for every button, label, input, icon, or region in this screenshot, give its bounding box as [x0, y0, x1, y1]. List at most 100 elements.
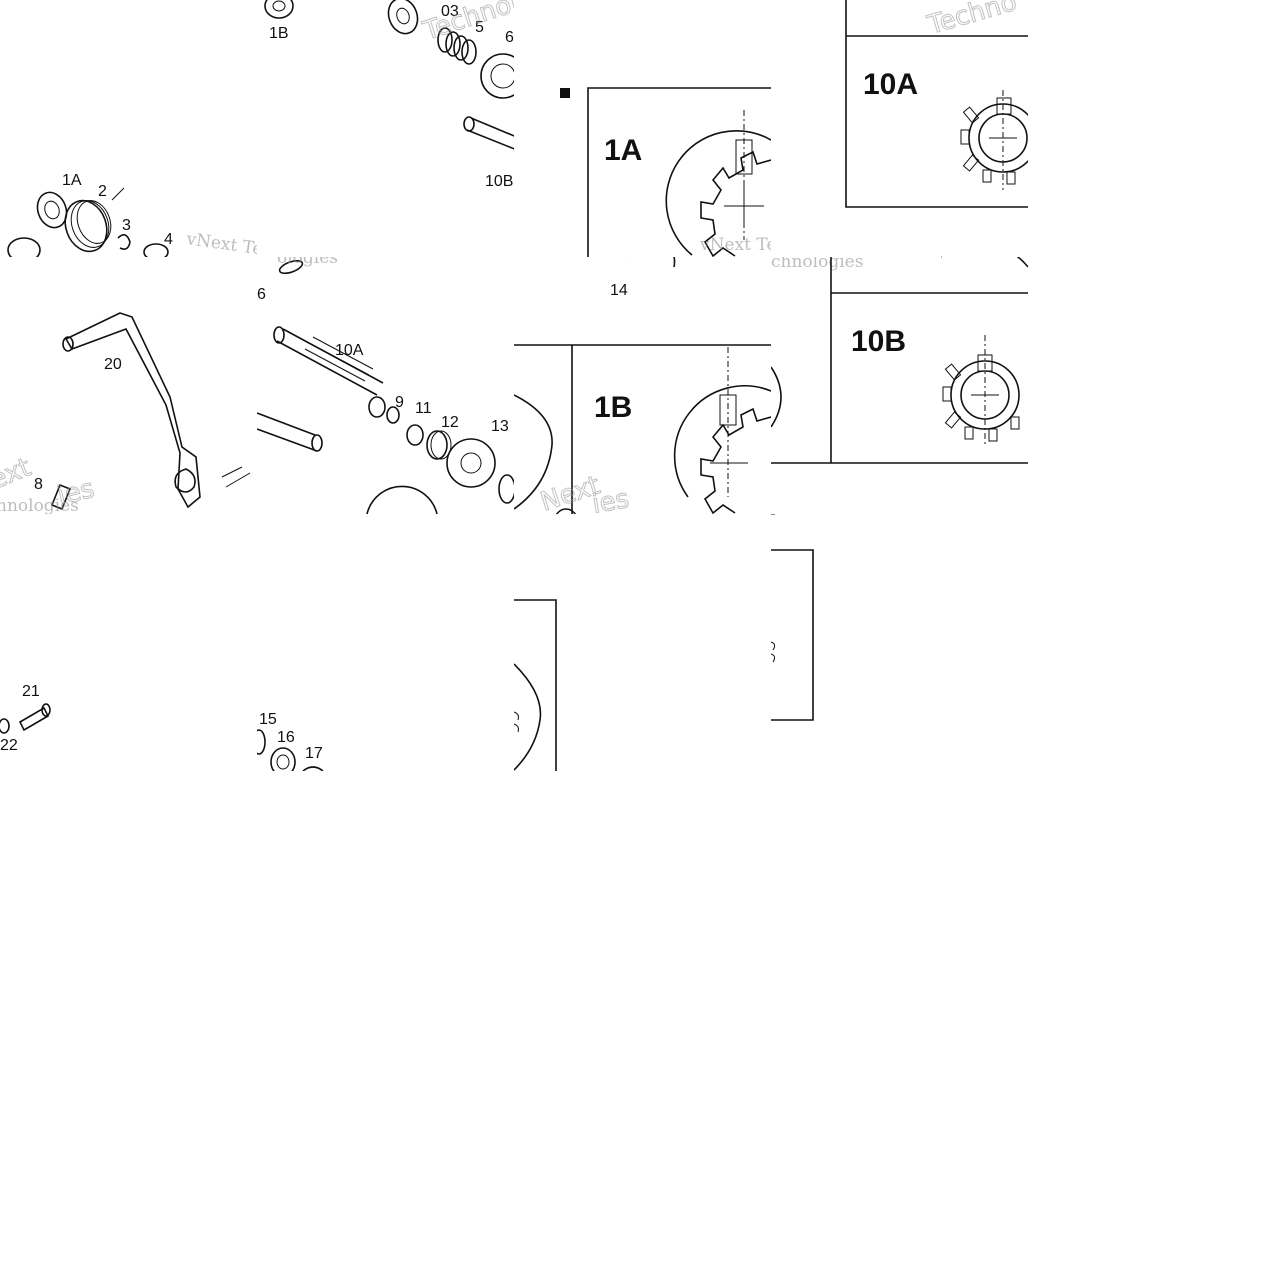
label-1a: 1A	[62, 172, 82, 189]
bushing	[555, 508, 577, 514]
label-5: 5	[475, 19, 484, 36]
tile-r2c2: ologies 6 10A 9 11 12 13	[257, 257, 514, 514]
detail-view-1b: 14 1B Next ies	[514, 257, 771, 514]
gear-13	[446, 438, 496, 488]
bearing-16	[270, 747, 296, 771]
washer-15	[257, 729, 266, 755]
tile-r3c2: 15 16 17	[257, 514, 514, 771]
tile-r3c1: 21 22	[0, 514, 257, 771]
washer	[387, 0, 419, 35]
label-10b: 10B	[485, 173, 513, 190]
tile-r3c4	[771, 514, 1028, 771]
keyway	[735, 139, 753, 175]
label-13: 13	[491, 418, 509, 435]
label-21: 21	[22, 683, 40, 700]
label-11: 11	[415, 400, 432, 417]
tile-r2c3: 14 1B Next ies	[514, 257, 771, 514]
circlip-3	[117, 234, 131, 250]
label-17: 17	[305, 745, 323, 762]
gear-outline-left	[514, 394, 553, 510]
detail-title-1a: 1A	[604, 134, 642, 167]
bolt-8	[50, 483, 72, 511]
watermark-text: Techno	[924, 0, 1020, 41]
gear-fragment	[624, 257, 676, 268]
gear-6	[480, 53, 514, 99]
label-2: 2	[98, 183, 107, 200]
exploded-view-fragment: 1B 03 5 6 10B Technologies	[264, 0, 514, 190]
label-1b: 1B	[269, 25, 289, 42]
detail-view-10a: 10A Techno	[845, 0, 1028, 257]
detail-title-1b: 1B	[594, 391, 632, 424]
washer-4	[143, 243, 169, 257]
gear-teeth	[960, 106, 1016, 185]
seal-17	[302, 766, 324, 771]
label-10a: 10A	[335, 342, 364, 359]
label-22: 22	[0, 737, 18, 754]
watermark-text: ies	[54, 474, 97, 512]
label-8: 8	[34, 476, 43, 493]
shaft-10b	[466, 117, 514, 150]
label-14: 14	[610, 282, 628, 299]
label-15: 15	[259, 711, 277, 728]
tile-r1c4: 10A Techno	[771, 0, 1028, 257]
detail-frame-fragment	[514, 599, 557, 771]
label-3: 3	[122, 217, 131, 234]
label-6: 6	[505, 29, 514, 46]
bearing-1b	[264, 0, 294, 19]
washer-22	[0, 718, 10, 734]
bolt-assembly: 21 22	[0, 683, 51, 754]
washer-11	[406, 424, 424, 446]
label-20: 20	[104, 356, 122, 373]
label-16: 16	[277, 729, 295, 746]
gear-outline	[514, 663, 542, 771]
tile-r1c3: 1A vNext Technologies	[514, 0, 771, 257]
keyway	[996, 97, 1012, 115]
label-03: 03	[441, 3, 459, 20]
watermark-text: ext	[0, 453, 35, 496]
bearing-edge	[7, 237, 41, 257]
exploded-view-fragment: 1A 2 3 4 vNext Technologies	[7, 172, 257, 257]
bullet-square	[560, 88, 570, 98]
bolt-21	[18, 706, 50, 732]
tile-r3c3	[514, 514, 771, 771]
gear-fragment	[941, 257, 1028, 268]
label-12: 12	[441, 414, 459, 431]
shaft-assembly: ologies 6 10A 9 11 12 13	[257, 257, 514, 514]
tile-r1c1: 1A 2 3 4 vNext Technologies	[0, 0, 257, 257]
label-9: 9	[395, 394, 404, 411]
detail-frame	[771, 549, 814, 721]
bearing-1a	[36, 191, 68, 229]
detail-frame	[587, 87, 771, 257]
watermark-text: hnologies	[0, 496, 79, 514]
gear-outline-left	[771, 366, 782, 428]
watermark-text: vNext Technologies	[699, 235, 771, 255]
splined-hub	[700, 407, 771, 514]
splined-hub	[700, 150, 771, 257]
watermark-text: ies	[590, 484, 631, 514]
detail-title-10b: 10B	[851, 325, 906, 358]
detail-frame	[845, 0, 1028, 208]
kickstart-lever-20	[64, 312, 201, 509]
washer-9	[386, 406, 400, 424]
detail-frame-fragment	[771, 514, 814, 721]
shaft-10b	[257, 412, 318, 452]
shaft-10a	[273, 326, 386, 418]
label-6: 6	[257, 286, 266, 303]
spring-clip	[278, 259, 304, 275]
watermark-text: ologies	[277, 257, 338, 268]
gear-teeth	[942, 363, 1020, 442]
watermark-text: vNext Technologies	[184, 229, 257, 257]
tile-r2c4: chnologies 10B	[771, 257, 1028, 514]
bushing	[498, 474, 514, 504]
detail-title-10a: 10A	[863, 68, 918, 101]
kick-lever: 20 8 ext hnologies ies	[0, 312, 251, 514]
spring-2	[64, 199, 112, 253]
tile-r2c1: 20 8 ext hnologies ies	[0, 257, 257, 514]
large-gear	[366, 485, 438, 514]
label-4: 4	[164, 231, 173, 248]
gear-outline	[665, 129, 771, 256]
detail-view-1a: 1A vNext Technologies	[560, 87, 771, 257]
detail-frame	[514, 599, 557, 771]
watermark-text: chnologies	[771, 257, 863, 272]
gear-outline	[673, 385, 771, 498]
